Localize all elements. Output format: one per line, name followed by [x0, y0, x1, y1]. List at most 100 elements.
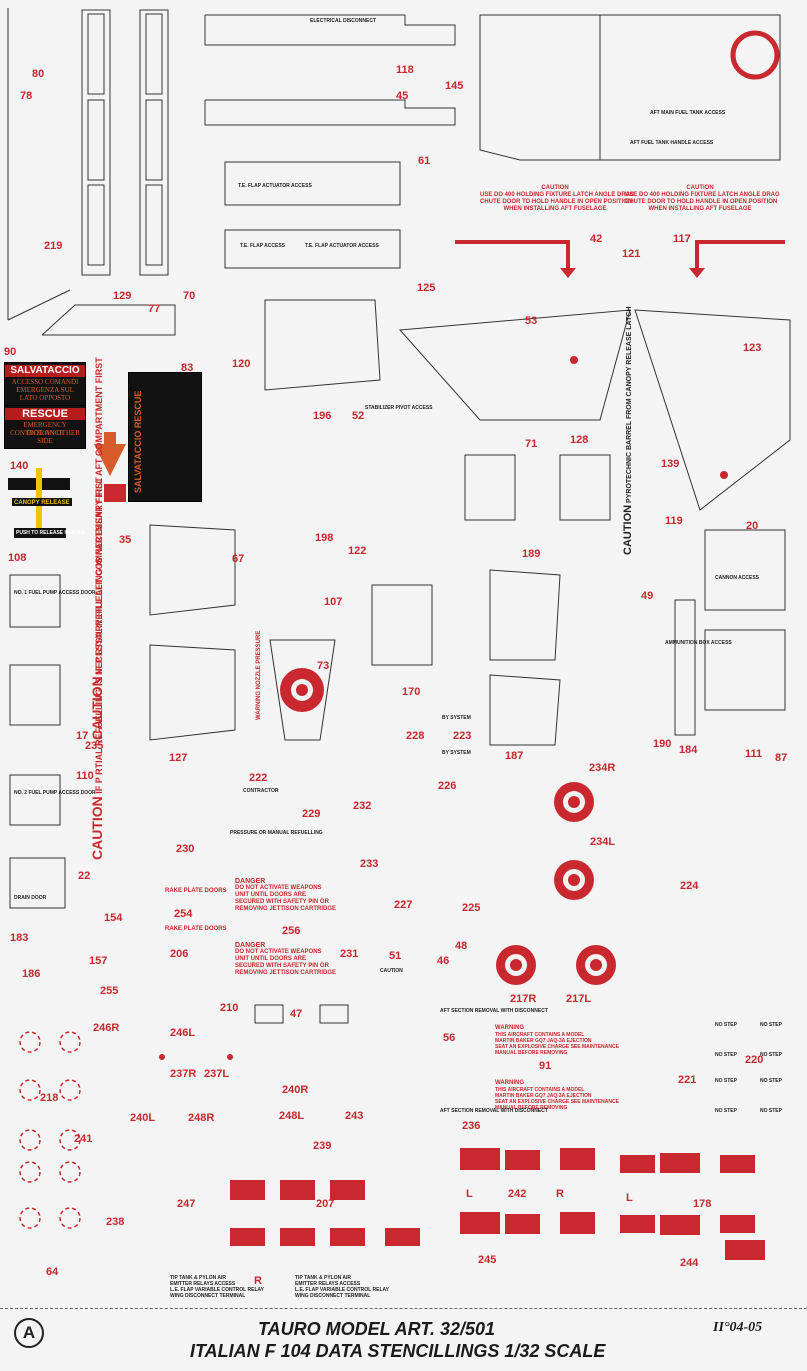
stabilizer: STABILIZER PIVOT ACCESS — [365, 405, 433, 411]
te-flap-1: T.E. FLAP ACTUATOR ACCESS — [238, 183, 312, 189]
decal-number: 46 — [437, 955, 450, 967]
sheet-footer: A TAURO MODEL ART. 32/501 ITALIAN F 104 … — [0, 1304, 807, 1371]
decal-number: 123 — [743, 342, 762, 354]
decal-number: 230 — [176, 843, 195, 855]
decal-number: 178 — [693, 1198, 712, 1210]
decal-number: 48 — [455, 940, 468, 952]
decal-number: 127 — [169, 752, 188, 764]
decal-number: 122 — [348, 545, 367, 557]
aft-fuel-label: AFT MAIN FUEL TANK ACCESS — [650, 110, 726, 116]
decal-number: 120 — [232, 358, 251, 370]
no-step-6: NO STEP — [760, 1078, 782, 1084]
sheet-title-line-1: TAURO MODEL ART. 32/501 — [258, 1319, 496, 1339]
decal-number: 227 — [394, 899, 413, 911]
decal-number: 256 — [282, 925, 301, 937]
caution-long-title: CAUTION — [622, 504, 634, 555]
fuel-pump-door-1: NO. 1 FUEL PUMP ACCESS DOOR — [14, 590, 96, 596]
no-step-8: NO STEP — [760, 1108, 782, 1114]
decal-number: 237L — [204, 1068, 230, 1080]
danger-1-body: DO NOT ACTIVATE WEAPONS UNIT UNTIL DOORS… — [235, 885, 337, 912]
decal-number: 239 — [313, 1140, 332, 1152]
decal-number: 235 — [85, 740, 104, 752]
strip-outline — [81, 9, 111, 276]
rescue-line-3: SIDE — [37, 437, 53, 445]
te-flap-2: T.E. FLAP ACCESS — [240, 243, 286, 249]
decal-number: 125 — [417, 282, 436, 294]
warning-aircraft-1-body: THIS AIRCRAFT CONTAINS A MODEL MARTIN BA… — [495, 1032, 619, 1056]
caution-vertical-2: CAUTION IF P RTIAL REFUELLING IS NECESSA… — [89, 477, 105, 860]
decal-number: 56 — [443, 1032, 456, 1044]
no-step-4: NO STEP — [760, 1052, 782, 1058]
decal-number: 154 — [104, 912, 123, 924]
decal-number: L — [626, 1192, 633, 1204]
decal-number: 49 — [641, 590, 654, 602]
decal-number: L — [466, 1188, 473, 1200]
decal-number: 225 — [462, 902, 481, 914]
decal-number: 17 — [76, 730, 89, 742]
caution-right-title: CAUTION — [686, 185, 714, 191]
salvataccio-line-2: EMERGENZA SUL — [16, 386, 74, 394]
caution-small: CAUTION — [380, 968, 403, 974]
caution-right: CAUTION USE DO 400 HOLDING FIXTURE LATCH… — [625, 185, 780, 213]
decal-number: 232 — [353, 800, 372, 812]
caution-left-title: CAUTION — [541, 185, 569, 191]
danger-2: DANGER DO NOT ACTIVATE WEAPONS UNIT UNTI… — [235, 942, 336, 977]
te-flap-3: T.E. FLAP ACTUATOR ACCESS — [305, 243, 379, 249]
salvataccio-decal: SALVATACCIO ACCESSO COMANDI EMERGENZA SU… — [4, 362, 86, 406]
decal-number: 238 — [106, 1216, 125, 1228]
decal-number: 233 — [360, 858, 379, 870]
salvataccio-line-1: ACCESSO COMANDI — [11, 378, 79, 386]
decal-number: 47 — [290, 1008, 303, 1020]
decal-number: 90 — [4, 346, 17, 358]
warning-aircraft-2-body: THIS AIRCRAFT CONTAINS A MODEL MARTIN BA… — [495, 1087, 619, 1111]
decal-number: 45 — [396, 90, 409, 102]
decal-number: 70 — [183, 290, 196, 302]
decal-number: 217L — [566, 993, 592, 1005]
decal-number: R — [556, 1188, 564, 1200]
decal-number: 157 — [89, 955, 108, 967]
decal-number: 240R — [282, 1084, 309, 1096]
decal-number: 128 — [570, 434, 589, 446]
caution-long-vertical: CAUTION PYROTECHNIC BARREL FROM CANOPY R… — [622, 306, 634, 555]
decal-number: 110 — [76, 770, 94, 782]
decal-number: 229 — [302, 808, 321, 820]
danger-1-title: DANGER — [235, 878, 266, 885]
decal-number: 87 — [775, 752, 788, 764]
tip-tank-2: TIP TANK & PYLON AIR EMITTER RELAYS ACCE… — [295, 1275, 389, 1299]
elec-disc: ELECTRICAL DISCONNECT — [310, 18, 377, 24]
decal-number: 61 — [418, 155, 431, 167]
decal-number: 228 — [406, 730, 425, 742]
rake-plate-2: RAKE PLATE DOORS — [165, 926, 227, 932]
decal-number: 222 — [249, 772, 268, 784]
decal-number: 139 — [661, 458, 680, 470]
decal-number: 198 — [315, 532, 334, 544]
caution-long-body: PYROTECHNIC BARREL FROM CANOPY RELEASE L… — [626, 306, 633, 503]
decal-number: 145 — [445, 80, 464, 92]
decal-number: 118 — [396, 64, 414, 76]
warning-nozzle: WARNING NOZZLE PRESSURE — [256, 631, 263, 720]
decal-number: 170 — [402, 686, 421, 698]
decal-number: 237R — [170, 1068, 197, 1080]
decal-number: 248R — [188, 1112, 215, 1124]
rescue-line-2: CONTROL ON OTHER — [10, 429, 80, 437]
decal-number: 210 — [220, 1002, 239, 1014]
danger-2-title: DANGER — [235, 942, 266, 949]
warning-aircraft-2: WARNING THIS AIRCRAFT CONTAINS A MODEL M… — [495, 1080, 619, 1111]
warning-nozzle-text: WARNING NOZZLE PRESSURE — [256, 630, 262, 720]
cannon-access: CANNON ACCESS — [715, 575, 759, 581]
decal-number: 254 — [174, 908, 193, 920]
no-step-1: NO STEP — [715, 1022, 737, 1028]
decal-number: 242 — [508, 1188, 527, 1200]
caution-vertical-2-title: CAUTION — [89, 796, 105, 860]
decal-number: 240L — [130, 1112, 156, 1124]
no-step-3: NO STEP — [715, 1052, 737, 1058]
decal-number: 234L — [590, 836, 616, 848]
decal-number: 190 — [653, 738, 672, 750]
decal-number: 42 — [590, 233, 603, 245]
caution-left-body: USE DO 400 HOLDING FIXTURE LATCH ANGLE D… — [480, 192, 635, 212]
aft-section-1: AFT SECTION REMOVAL WITH DISCONNECT — [440, 1008, 548, 1014]
warning-aircraft-1-title: WARNING — [495, 1025, 524, 1031]
decal-number: 224 — [680, 880, 699, 892]
decal-number: 241 — [74, 1133, 93, 1145]
tip-tank-1: TIP TANK & PYLON AIR EMITTER RELAYS ACCE… — [170, 1275, 264, 1299]
